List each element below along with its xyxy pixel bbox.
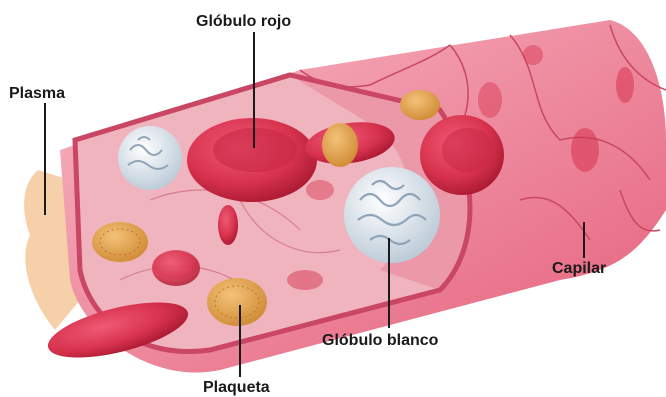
label-capillary: Capilar (552, 261, 606, 277)
platelet (207, 278, 267, 326)
endothelial-nucleus (616, 67, 634, 103)
platelet (322, 123, 358, 167)
platelet (400, 90, 440, 120)
endothelial-nucleus (478, 82, 502, 118)
inner-nucleus (287, 270, 323, 290)
red-blood-cell (187, 118, 317, 202)
endothelial-nucleus (523, 45, 543, 65)
endothelial-nucleus (571, 128, 599, 172)
red-blood-cell (420, 115, 504, 195)
label-white-blood-cell: Glóbulo blanco (322, 333, 438, 349)
white-blood-cell (118, 126, 182, 190)
label-red-blood-cell: Glóbulo rojo (196, 14, 291, 30)
platelet (92, 222, 148, 262)
red-blood-cell (218, 205, 238, 245)
red-blood-cell (152, 250, 200, 286)
inner-nucleus (306, 180, 334, 200)
label-platelet: Plaqueta (203, 380, 270, 396)
white-blood-cell (344, 167, 440, 263)
label-plasma: Plasma (9, 86, 65, 102)
